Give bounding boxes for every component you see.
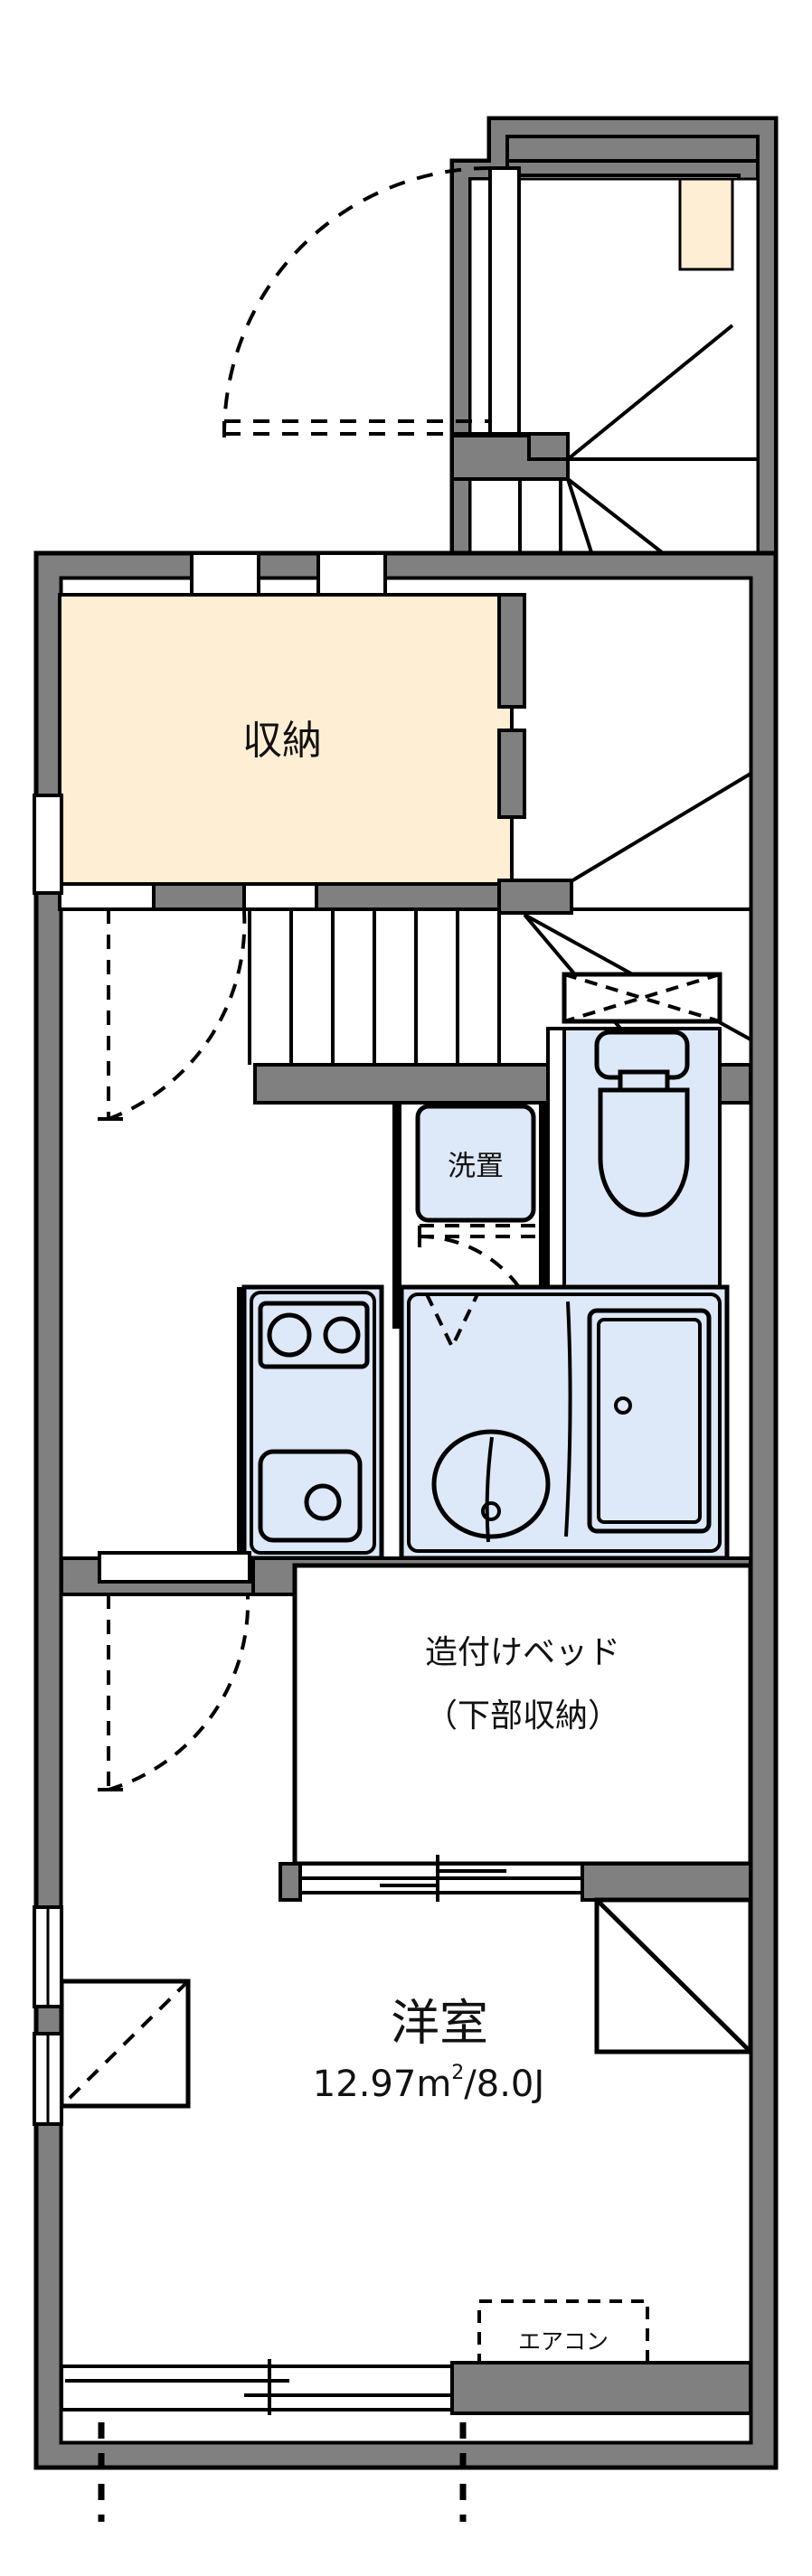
bathtub-inner <box>597 1318 702 1524</box>
room-bathroom <box>399 1284 730 1561</box>
storage-wall-right-upper <box>497 593 526 709</box>
entrance-door-swing-arc <box>222 166 491 435</box>
balcony-window <box>60 2359 752 2522</box>
toilet-bowl <box>598 1087 690 1217</box>
area-jo: 8.0J <box>477 2064 544 2105</box>
balcony-sill-wall <box>450 2361 752 2415</box>
stove-burner-1-icon <box>267 1312 312 1358</box>
room-toilet <box>546 972 722 1309</box>
hall-door-opening[interactable] <box>33 794 63 895</box>
top-window-right[interactable] <box>316 551 387 597</box>
kitchen-sink-drain-icon <box>304 1483 342 1521</box>
aircon-label: エアコン <box>518 2328 609 2355</box>
bathtub-drain-icon <box>614 1396 632 1415</box>
main-unit: 収納 <box>33 550 779 2522</box>
storage-door-swing-arc <box>108 910 247 1121</box>
bed-label-line1: 造付けベッド <box>425 1634 620 1671</box>
storage-floor <box>58 593 514 886</box>
storage-opening-right[interactable] <box>242 882 318 911</box>
toilet-wall-left <box>546 1027 566 1309</box>
bath-basin-counter-line <box>485 1436 494 1543</box>
western-room-area: 12.97m2/8.0J <box>313 2062 544 2105</box>
western-room-label: 洋室 <box>391 1995 488 2052</box>
laundry-wall-right <box>539 1103 548 1329</box>
upper-shoe-cupboard <box>678 177 734 271</box>
storage-wall-bottom-1 <box>152 882 246 911</box>
bath-partition-line <box>564 1301 572 1537</box>
bed-front-wall-left <box>279 1862 302 1902</box>
storage-door <box>33 794 247 1121</box>
room-door <box>98 1551 251 1791</box>
bed-label-line2: （下部収納） <box>425 1697 620 1735</box>
stair-corner-post <box>497 879 573 915</box>
corner-cupboard-right-diagonal <box>595 1898 752 2054</box>
bed-front-wall-right <box>581 1862 752 1902</box>
storage-wall-bottom-2 <box>315 882 526 911</box>
built-in-bed: 造付けベッド （下部収納） <box>279 1563 753 1902</box>
storage-wall-right-lower <box>497 729 526 819</box>
top-wall-windows <box>190 551 387 597</box>
area-unit: m <box>416 2064 451 2105</box>
bathroom-door-fold[interactable] <box>425 1293 479 1351</box>
laundry-label: 洗置 <box>448 1151 504 1183</box>
room-storage: 収納 <box>58 593 526 911</box>
area-unit-sup: 2 <box>451 2062 464 2084</box>
room-door-swing-arc <box>108 1595 250 1791</box>
corner-cupboard-left <box>59 1979 191 2109</box>
area-metric: 12.97 <box>313 2064 417 2105</box>
corner-cupboard-left-diagonal <box>60 1979 190 2108</box>
room-western: 洋室 12.97m2/8.0J <box>313 1995 544 2105</box>
washing-machine-pan <box>415 1104 536 1223</box>
bed-platform <box>292 1563 753 1866</box>
laundry-wall-left <box>392 1103 401 1329</box>
entrance-door-leaf[interactable] <box>488 166 521 436</box>
laundry-door-swing-arc <box>419 1235 544 1360</box>
storage-opening-left[interactable] <box>58 882 156 911</box>
overhead-shelf-x-mark <box>563 973 721 1023</box>
corner-cupboard-right <box>594 1897 753 2054</box>
room-laundry: 洗置 <box>392 1103 548 1360</box>
stove-burner-2-icon <box>323 1316 361 1354</box>
toilet-neck <box>618 1069 670 1093</box>
balcony-window-frame[interactable] <box>60 2364 454 2411</box>
upper-stair-winder-1 <box>566 324 734 461</box>
top-window-left[interactable] <box>190 551 260 597</box>
kitchen-unit <box>237 1284 384 1561</box>
room-door-opening[interactable] <box>98 1551 251 1584</box>
left-wall-windows <box>33 1905 63 2126</box>
kitchen-wall-left <box>237 1287 246 1558</box>
storage-label: 収納 <box>242 718 322 764</box>
wash-basin <box>431 1429 551 1539</box>
area-separator: / <box>464 2064 477 2105</box>
